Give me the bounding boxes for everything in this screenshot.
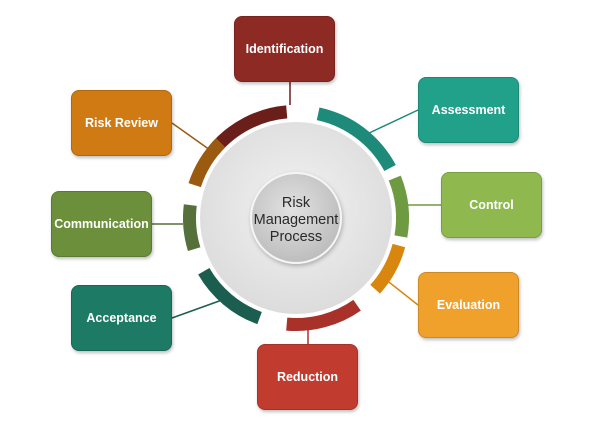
arc-risk-review: [188, 138, 226, 188]
stage-box-evaluation: Evaluation: [418, 272, 519, 338]
stage-box-communication: Communication: [51, 191, 152, 257]
ring-arc-segments: [183, 105, 410, 331]
stage-box-risk-review: Risk Review: [71, 90, 172, 156]
stage-label-identification: Identification: [245, 42, 324, 56]
stage-box-assessment: Assessment: [418, 77, 519, 143]
arc-control: [388, 175, 410, 238]
arc-evaluation: [370, 243, 406, 294]
stage-label-assessment: Assessment: [431, 103, 506, 117]
stage-label-control: Control: [469, 198, 514, 212]
arc-reduction: [286, 299, 361, 331]
center-circle: [250, 172, 342, 264]
arc-communication: [183, 204, 201, 252]
center-label: Risk Management Process: [253, 194, 339, 245]
stage-label-acceptance: Acceptance: [86, 311, 157, 325]
stage-label-communication: Communication: [54, 217, 149, 231]
arc-identification: [209, 105, 288, 154]
arc-assessment: [316, 107, 396, 172]
stage-box-identification: Identification: [234, 16, 335, 82]
connector-risk-review: [171, 122, 211, 151]
connector-assessment: [364, 109, 419, 136]
connector-acceptance: [171, 299, 223, 319]
stage-label-evaluation: Evaluation: [436, 298, 501, 312]
stage-box-reduction: Reduction: [257, 344, 358, 410]
stage-box-control: Control: [441, 172, 542, 238]
stage-label-reduction: Reduction: [276, 370, 339, 384]
stage-label-risk-review: Risk Review: [85, 116, 158, 130]
arc-acceptance: [198, 268, 262, 325]
stage-box-acceptance: Acceptance: [71, 285, 172, 351]
